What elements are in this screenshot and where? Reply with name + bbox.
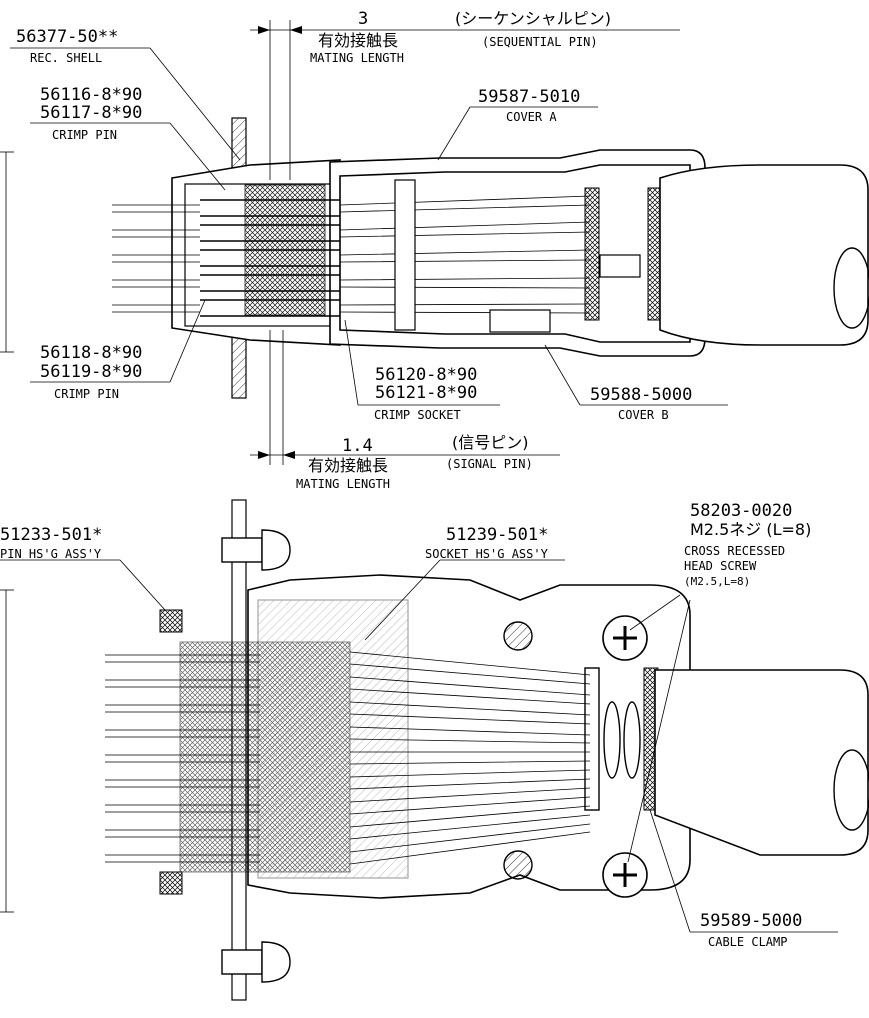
cover-b-pn: 59588-5000 bbox=[590, 385, 692, 405]
mating-jp-1: 有効接触長 bbox=[318, 31, 398, 50]
screw-jp: M2.5ネジ (L=8) bbox=[690, 520, 811, 539]
cable-clamp-label: CABLE CLAMP bbox=[708, 935, 787, 949]
pin-hsg-label: PIN HS'G ASS'Y bbox=[0, 547, 102, 561]
screw-bottom-icon bbox=[602, 852, 648, 898]
socket-hsg-label: SOCKET HS'G ASS'Y bbox=[425, 547, 549, 561]
cable-top bbox=[659, 164, 869, 346]
panel-screw-bottom bbox=[221, 949, 263, 975]
screw-label-3: (M2.5,L=8) bbox=[684, 575, 750, 588]
cover-a-pn: 59587-5010 bbox=[478, 87, 580, 107]
sig-en: (SIGNAL PIN) bbox=[446, 457, 533, 471]
seq-dim: 3 bbox=[358, 9, 368, 29]
panel-screw-top bbox=[221, 537, 263, 563]
crimp-pin-a-pn2: 56117-8*90 bbox=[40, 103, 142, 123]
crimp-pin-a-label: CRIMP PIN bbox=[52, 128, 117, 142]
rec-shell-label: REC. SHELL bbox=[30, 51, 102, 65]
seq-en: (SEQUENTIAL PIN) bbox=[482, 35, 598, 49]
cover-b-label: COVER B bbox=[618, 408, 669, 422]
sig-jp: (信号ピン) bbox=[452, 433, 529, 452]
socket-pn2: 56121-8*90 bbox=[375, 383, 477, 403]
cable-bottom bbox=[654, 669, 869, 856]
bottom-view bbox=[0, 499, 869, 1001]
crimp-pin-a-pn1: 56116-8*90 bbox=[40, 85, 142, 105]
crimp-pin-b-pn1: 56118-8*90 bbox=[40, 343, 142, 363]
cable-clamp-pn: 59589-5000 bbox=[700, 911, 802, 931]
socket-hsg-pn: 51239-501* bbox=[446, 525, 548, 545]
rec-shell-pn: 56377-50** bbox=[16, 27, 118, 47]
screw-label-1: CROSS RECESSED bbox=[684, 544, 785, 558]
crimp-pin-b-pn2: 56119-8*90 bbox=[40, 362, 142, 382]
socket-pn1: 56120-8*90 bbox=[375, 365, 477, 385]
screw-label-2: HEAD SCREW bbox=[684, 559, 757, 573]
crimp-pins-top bbox=[112, 184, 591, 317]
screw-pn: 58203-0020 bbox=[690, 501, 792, 521]
top-view bbox=[0, 20, 869, 465]
panel bbox=[231, 117, 247, 171]
sig-dim: 1.4 bbox=[342, 436, 373, 456]
screw-top-icon bbox=[602, 615, 648, 661]
mating-jp-2: 有効接触長 bbox=[308, 456, 388, 475]
pin-hsg-pn: 51233-501* bbox=[0, 525, 102, 545]
mating-en-1: MATING LENGTH bbox=[310, 51, 404, 65]
crimp-pin-b-label: CRIMP PIN bbox=[54, 387, 119, 401]
seq-jp: (シーケンシャルピン) bbox=[455, 9, 611, 28]
contact-rows-bottom bbox=[105, 641, 591, 873]
mating-en-2: MATING LENGTH bbox=[296, 477, 390, 491]
cover-a-label: COVER A bbox=[506, 110, 557, 124]
socket-label: CRIMP SOCKET bbox=[374, 408, 461, 422]
